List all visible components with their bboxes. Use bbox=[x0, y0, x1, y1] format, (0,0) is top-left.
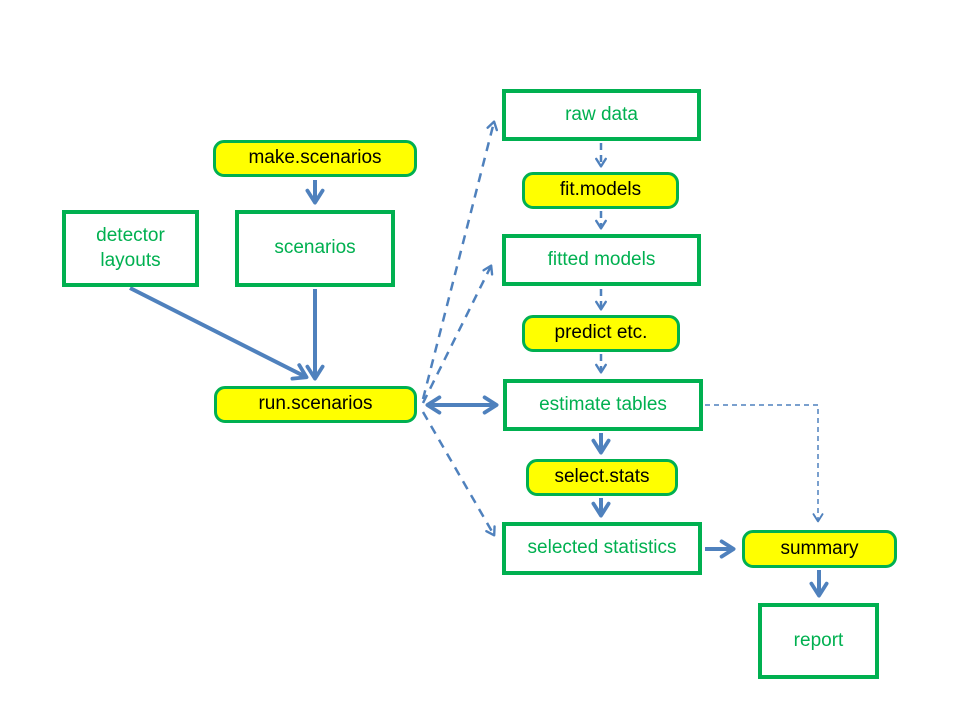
node-raw-data-label: raw data bbox=[565, 103, 638, 125]
node-summary: summary bbox=[742, 530, 897, 568]
edge-detector-layouts-to-run-scenarios bbox=[129, 286, 309, 381]
edge-run-scenarios-to-raw-data bbox=[421, 120, 499, 400]
node-selected-statistics-label: selected statistics bbox=[527, 537, 677, 559]
node-raw-data: raw data bbox=[502, 89, 701, 141]
node-select-stats: select.stats bbox=[526, 459, 678, 496]
node-run-scenarios-label: run.scenarios bbox=[258, 393, 373, 415]
node-fitted-models-label: fitted models bbox=[547, 248, 656, 270]
edge-run-scenarios-to-fitted-models bbox=[421, 264, 494, 404]
node-scenarios: scenarios bbox=[235, 210, 395, 287]
node-summary-label: summary bbox=[780, 537, 859, 559]
node-predict-etc: predict etc. bbox=[522, 315, 680, 352]
node-select-stats-label: select.stats bbox=[554, 466, 650, 488]
node-detector-layouts-label: detector layouts bbox=[96, 224, 165, 271]
node-make-scenarios-label: make.scenarios bbox=[248, 147, 382, 169]
node-make-scenarios: make.scenarios bbox=[213, 140, 417, 177]
node-scenarios-label: scenarios bbox=[274, 237, 356, 259]
node-report-label: report bbox=[793, 629, 844, 651]
node-estimate-tables: estimate tables bbox=[503, 379, 703, 431]
node-estimate-tables-label: estimate tables bbox=[539, 393, 667, 415]
node-report: report bbox=[758, 603, 879, 679]
node-fitted-models: fitted models bbox=[502, 234, 701, 286]
node-predict-etc-label: predict etc. bbox=[554, 322, 648, 344]
node-run-scenarios: run.scenarios bbox=[214, 386, 417, 423]
node-fit-models: fit.models bbox=[522, 172, 679, 209]
node-detector-layouts: detector layouts bbox=[62, 210, 199, 287]
node-selected-statistics: selected statistics bbox=[502, 522, 702, 575]
edge-estimate-tables-to-summary bbox=[705, 404, 824, 523]
edge-run-scenarios-to-selected-statistics bbox=[421, 411, 496, 537]
node-fit-models-label: fit.models bbox=[559, 179, 642, 201]
